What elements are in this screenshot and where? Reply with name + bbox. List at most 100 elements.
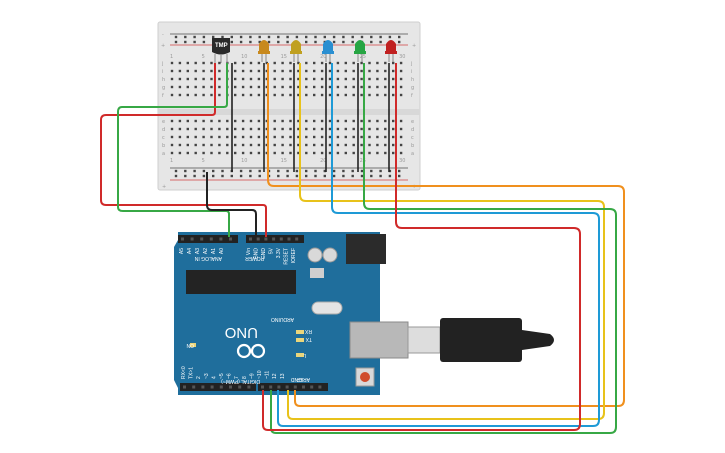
breadboard-hole bbox=[313, 119, 316, 123]
wire-led-blue[interactable] bbox=[277, 63, 600, 427]
digital-pin-label: 8 bbox=[242, 376, 248, 379]
column-number: 25 bbox=[360, 54, 366, 60]
breadboard-hole bbox=[202, 77, 205, 81]
breadboard-hole bbox=[249, 151, 253, 155]
breadboard-hole bbox=[218, 77, 221, 81]
rail-hole bbox=[332, 35, 336, 39]
breadboard-hole bbox=[281, 61, 284, 65]
crystal bbox=[311, 301, 343, 315]
breadboard-hole bbox=[297, 127, 300, 131]
breadboard-hole bbox=[194, 77, 197, 81]
breadboard-hole bbox=[234, 77, 237, 81]
row-letter: e bbox=[162, 119, 165, 125]
breadboard-hole bbox=[218, 127, 221, 131]
column-number: 10 bbox=[241, 54, 247, 60]
wire-sensor-red[interactable] bbox=[100, 63, 267, 237]
analog-header-label: ANALOG IN bbox=[194, 255, 222, 261]
rail-minus-left-top: - bbox=[162, 32, 164, 38]
breadboard-hole bbox=[384, 143, 387, 147]
breadboard-hole bbox=[202, 135, 205, 139]
breadboard-hole bbox=[328, 93, 332, 97]
row-letter: g bbox=[162, 85, 165, 91]
led-blue[interactable] bbox=[322, 40, 334, 62]
breadboard-hole bbox=[281, 119, 284, 123]
rail-hole bbox=[370, 35, 373, 39]
row-letter: d bbox=[162, 127, 165, 133]
rail-hole bbox=[342, 169, 345, 173]
digital-pin-label: 2 bbox=[196, 376, 202, 379]
digital-pin-label: ~11 bbox=[265, 371, 271, 379]
rail-hole bbox=[305, 174, 308, 178]
rail-hole bbox=[277, 174, 280, 178]
rail-hole bbox=[184, 174, 187, 178]
wire-led-green[interactable] bbox=[270, 63, 617, 434]
breadboard-hole bbox=[210, 151, 213, 155]
breadboard-hole bbox=[186, 151, 189, 155]
breadboard-hole bbox=[194, 127, 197, 131]
led-red[interactable] bbox=[385, 40, 397, 62]
power-pin-label: IOREF bbox=[291, 248, 297, 263]
power-pin-label: GND bbox=[261, 248, 267, 260]
column-number: 25 bbox=[360, 158, 366, 164]
breadboard-hole bbox=[336, 77, 340, 81]
wire-led-red[interactable] bbox=[262, 63, 581, 431]
breadboard-hole bbox=[289, 69, 292, 73]
led-orange[interactable] bbox=[258, 40, 270, 62]
breadboard-hole bbox=[194, 69, 197, 73]
breadboard-hole bbox=[218, 143, 221, 147]
breadboard-hole bbox=[218, 151, 221, 155]
breadboard-hole bbox=[313, 69, 316, 73]
wire-led-yellow[interactable] bbox=[287, 63, 605, 420]
breadboard-hole bbox=[234, 93, 237, 97]
breadboard-hole bbox=[384, 135, 387, 139]
breadboard-hole bbox=[186, 85, 189, 89]
breadboard-hole bbox=[170, 143, 174, 147]
breadboard-hole bbox=[186, 135, 189, 139]
capacitor-1 bbox=[307, 247, 323, 263]
breadboard-hole bbox=[384, 151, 387, 155]
digital-pin-label: ~10 bbox=[257, 370, 263, 379]
row-letter: a bbox=[411, 151, 414, 157]
digital-pin-label: ~9 bbox=[249, 373, 255, 379]
rail-hole bbox=[212, 169, 215, 173]
breadboard-hole bbox=[297, 143, 300, 147]
row-letter: h bbox=[162, 77, 165, 83]
breadboard-hole bbox=[352, 127, 355, 131]
breadboard-hole bbox=[297, 61, 300, 65]
breadboard-hole bbox=[297, 135, 300, 139]
rail-hole bbox=[398, 40, 401, 44]
led-yellow[interactable] bbox=[290, 40, 302, 62]
breadboard-hole bbox=[360, 127, 363, 131]
breadboard-hole bbox=[376, 127, 379, 131]
rail-hole bbox=[332, 174, 336, 178]
wire-sensor-green[interactable] bbox=[117, 63, 230, 237]
header-pin bbox=[277, 385, 281, 389]
column-number: 30 bbox=[399, 54, 405, 60]
rail-hole bbox=[342, 35, 345, 39]
rail-hole bbox=[267, 35, 271, 39]
wire-gnd-black[interactable] bbox=[206, 172, 257, 237]
led-green[interactable] bbox=[354, 40, 366, 62]
breadboard-hole bbox=[265, 85, 268, 89]
row-letter: f bbox=[411, 93, 413, 99]
row-letter: h bbox=[411, 77, 414, 83]
breadboard-hole bbox=[178, 119, 182, 123]
breadboard-hole bbox=[273, 61, 276, 65]
tmp-sensor-label: TMP bbox=[215, 43, 228, 49]
usb-plug-housing bbox=[440, 318, 522, 362]
rail-hole bbox=[388, 169, 392, 173]
digital-pin-label: 4 bbox=[211, 376, 217, 379]
column-number: 1 bbox=[170, 158, 173, 164]
tmp-sensor[interactable]: TMP bbox=[212, 38, 230, 63]
reset-button-cap[interactable] bbox=[360, 372, 370, 382]
header-pin bbox=[279, 237, 283, 241]
breadboard-hole bbox=[234, 135, 237, 139]
rail-hole bbox=[286, 35, 289, 39]
wire-led-orange[interactable] bbox=[267, 63, 625, 407]
breadboard-hole bbox=[320, 135, 324, 139]
column-number: 30 bbox=[399, 158, 405, 164]
breadboard-hole bbox=[249, 119, 253, 123]
column-number: 1 bbox=[170, 54, 173, 60]
breadboard-hole bbox=[202, 85, 205, 89]
